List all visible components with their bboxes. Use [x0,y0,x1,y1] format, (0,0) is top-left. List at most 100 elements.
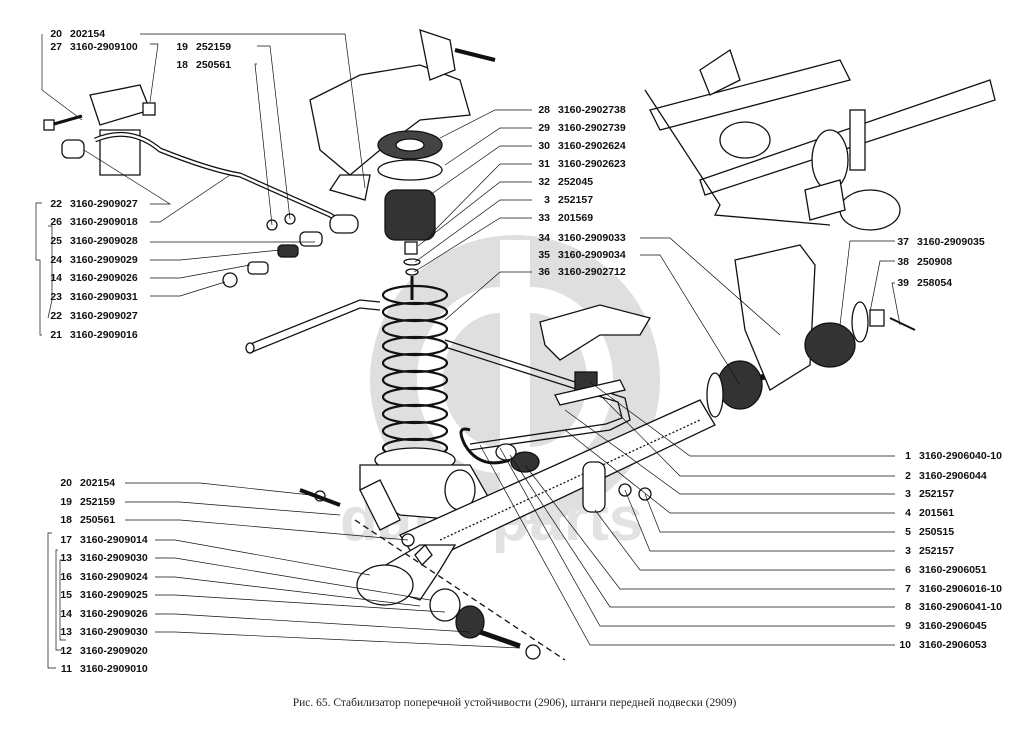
part-number: 3160-2902738 [558,104,626,116]
callout-number: 18 [60,514,72,526]
part-number: 3160-2906041-10 [919,601,1002,613]
callout-number: 12 [60,645,72,657]
callout-number: 3 [905,488,911,500]
callout-number: 23 [50,291,62,303]
vehicle-frame-inset [644,48,996,231]
part-number: 252159 [80,496,116,508]
crossmember-panel [734,244,916,391]
callout-number: 15 [60,589,72,601]
part-number: 252157 [558,194,594,206]
part-number: 250561 [80,514,116,526]
callout: 8 3160-2906041-10 [895,601,1002,613]
callout-number: 20 [60,477,72,489]
part-number: 3160-2902623 [558,158,626,170]
callout-number: 17 [60,534,72,546]
callout-number: 13 [60,626,72,638]
callout-number: 14 [60,608,72,620]
callout-number: 11 [60,663,72,675]
part-number: 3160-2909033 [558,232,626,244]
callout-number: 28 [538,104,550,116]
part-number: 252045 [558,176,594,188]
callout: 23 3160-2909031 [46,291,138,303]
callout: 15 3160-2909025 [56,589,148,601]
callout: 31 3160-2902623 [534,158,626,170]
callout: 19 252159 [56,496,115,508]
callout-number: 16 [60,571,72,583]
callout: 10 3160-2906053 [895,639,987,651]
part-number: 3160-2906051 [919,564,987,576]
callout: 36 3160-2902712 [534,266,626,278]
callout-number: 13 [60,552,72,564]
callout: 2 3160-2906044 [895,470,987,482]
part-number: 3160-2909027 [70,310,138,322]
callout-number: 5 [905,526,911,538]
stabilizer-mount-bracket [539,304,651,406]
callout: 28 3160-2902738 [534,104,626,116]
part-number: 252159 [196,41,232,53]
part-number: 3160-2906016-10 [919,583,1002,595]
part-number: 3160-2909020 [80,645,148,657]
callout-number: 8 [905,601,911,613]
part-number: 3160-2906040-10 [919,450,1002,462]
part-number: 3160-2909025 [80,589,148,601]
callout-number: 37 [897,236,909,248]
part-number: 3160-2902712 [558,266,626,278]
callout-number: 29 [538,122,550,134]
callout-number: 19 [60,496,72,508]
callout-number: 7 [905,583,911,595]
part-number: 202154 [80,477,116,489]
callout-number: 3 [544,194,550,206]
part-number: 3160-2909010 [80,663,148,675]
upper-arm-and-bumpstops [309,29,496,300]
stabilizer-bar-upper [43,84,359,288]
part-number: 258054 [917,277,953,289]
callout: 37 3160-2909035 [893,236,985,248]
part-number: 3160-2906044 [919,470,987,482]
part-number: 3160-2909014 [80,534,148,546]
callout: 3 252157 [534,194,593,206]
part-number: 3160-2909100 [70,41,138,53]
part-number: 3160-2906053 [919,639,987,651]
part-number: 3160-2902624 [558,140,626,152]
callout-number: 36 [538,266,550,278]
callout-number: 25 [50,235,62,247]
callout-number: 38 [897,256,909,268]
part-number: 3160-2909034 [558,249,626,261]
figure-caption: Рис. 65. Стабилизатор поперечной устойчи… [292,697,737,709]
callout-number: 2 [905,470,911,482]
stabilizer-bar-lower [245,299,631,465]
callout: 38 250908 [893,256,952,268]
part-number: 3160-2909024 [80,571,148,583]
callout-number: 10 [899,639,911,651]
part-number: 3160-2909031 [70,291,138,303]
part-number: 250908 [917,256,953,268]
callout: 11 3160-2909010 [56,663,148,675]
part-number: 3160-2909035 [917,236,985,248]
part-number: 3160-2909028 [70,235,138,247]
leader-lines [35,33,901,669]
callout-number: 14 [50,272,62,284]
callout-number: 31 [538,158,550,170]
part-number: 3160-2909027 [70,198,138,210]
